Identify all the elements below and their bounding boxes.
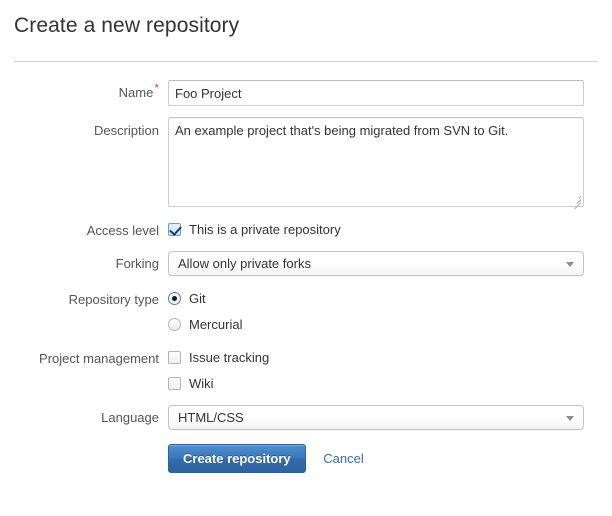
form-row-description: Description [0,117,612,210]
description-label: Description [93,123,159,138]
repository-type-radio-git[interactable] [168,291,181,305]
repository-type-field-wrap: Git Mercurial [168,287,612,335]
form-row-project-management: Project management Issue tracking Wiki [0,346,612,394]
repository-type-option-mercurial[interactable]: Mercurial [168,313,612,335]
forking-select-value: Allow only private forks [178,256,311,271]
issue-tracking-label: Issue tracking [189,349,270,365]
repository-type-radio-mercurial[interactable] [168,317,181,331]
project-management-field-wrap: Issue tracking Wiki [168,346,612,394]
form-row-language: Language HTML/CSS [0,405,612,430]
issue-tracking-checkbox[interactable] [168,350,181,364]
description-field-wrap [168,117,612,210]
name-label-text: Name [118,85,154,100]
form-row-name: Name* [0,80,612,106]
chevron-down-icon [566,415,574,421]
language-select-value: HTML/CSS [178,410,244,425]
language-select[interactable]: HTML/CSS [168,405,584,430]
forking-select[interactable]: Allow only private forks [168,251,584,276]
actions-spacer [0,457,168,461]
page-title: Create a new repository [14,14,240,37]
private-repository-checkbox[interactable] [168,222,181,236]
create-repository-button[interactable]: Create repository [168,444,306,473]
name-field-wrap [168,80,612,106]
access-level-label: Access level [86,223,159,238]
form-row-access-level: Access level This is a private repositor… [0,218,612,240]
name-label: Name* [0,80,168,101]
title-divider [14,61,598,62]
wiki-label: Wiki [189,375,214,391]
cancel-link[interactable]: Cancel [323,451,364,466]
private-repository-label: This is a private repository [189,221,341,237]
repository-type-label: Repository type [68,292,159,307]
forking-field-wrap: Allow only private forks [168,251,612,276]
language-label: Language [101,410,159,425]
description-textarea[interactable] [168,117,584,207]
access-level-field-wrap: This is a private repository [168,218,612,240]
project-management-option-issue-tracking[interactable]: Issue tracking [168,346,612,368]
private-repository-choice[interactable]: This is a private repository [168,218,612,240]
wiki-checkbox[interactable] [168,376,181,390]
name-input[interactable] [168,80,584,106]
repository-type-mercurial-label: Mercurial [189,316,243,332]
create-repository-form: Name* Description Access level [0,80,612,484]
language-field-wrap: HTML/CSS [168,405,612,430]
form-row-actions: Create repository Cancel [0,444,612,473]
forking-label: Forking [115,256,159,271]
form-row-forking: Forking Allow only private forks [0,251,612,276]
actions-field-wrap: Create repository Cancel [168,444,612,473]
required-asterisk-icon: * [154,80,159,95]
project-management-label: Project management [39,351,159,366]
chevron-down-icon [566,261,574,267]
repository-type-option-git[interactable]: Git [168,287,612,309]
form-row-repository-type: Repository type Git Mercurial [0,287,612,335]
repository-type-git-label: Git [189,290,206,306]
project-management-option-wiki[interactable]: Wiki [168,372,612,394]
